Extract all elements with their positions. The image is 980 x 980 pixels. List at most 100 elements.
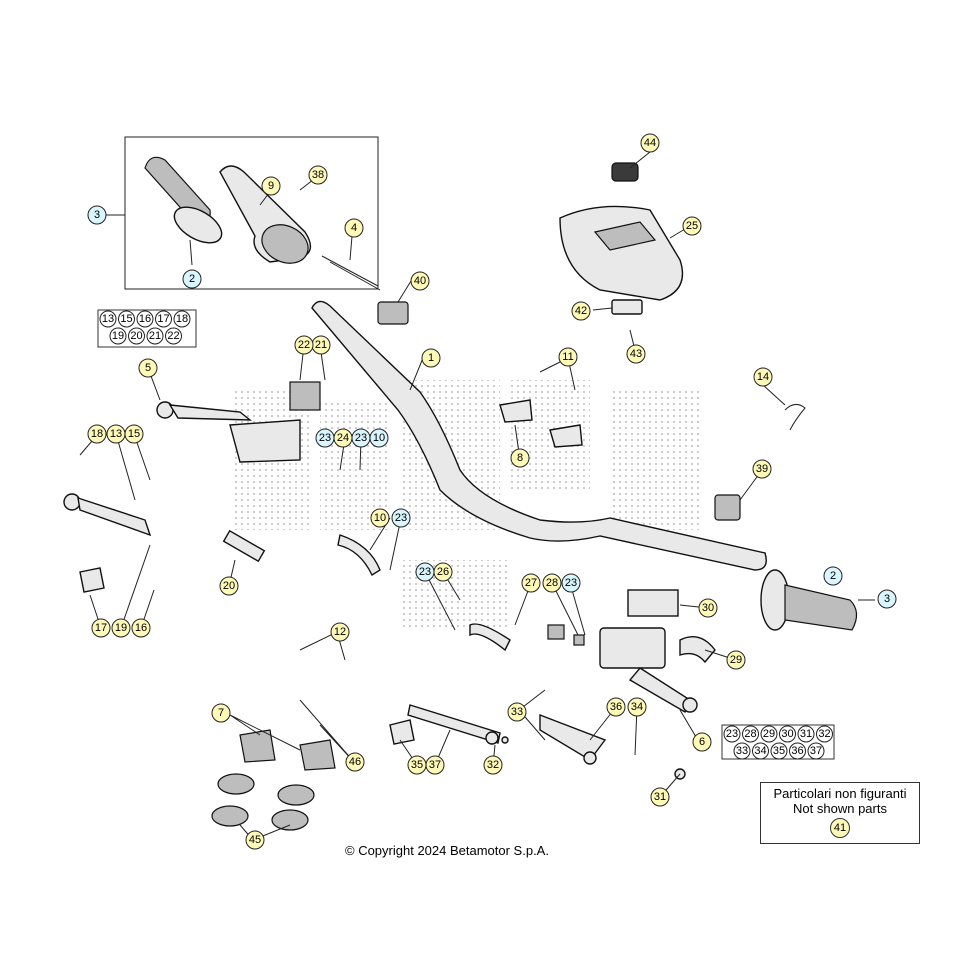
callout-label: 15 [128, 428, 140, 440]
callout-label: 11 [562, 351, 573, 363]
kit-item-label: 16 [139, 313, 151, 325]
kit-item-circle [742, 725, 759, 743]
callout-c23a: 23 [315, 428, 335, 448]
callout-label: 32 [487, 759, 499, 771]
callout-circle [877, 589, 897, 609]
callout-c34: 34 [627, 697, 647, 717]
callout-c23d: 23 [415, 562, 435, 582]
callout-label: 40 [414, 275, 426, 287]
callout-label: 3 [884, 593, 890, 605]
callout-label: 16 [135, 622, 147, 634]
callout-circle [87, 205, 107, 225]
kit-item-circle [99, 310, 117, 328]
callout-circle [483, 755, 503, 775]
callout-circle [425, 755, 445, 775]
callout-circle [182, 269, 202, 289]
callout-label: 23 [355, 432, 367, 444]
callout-circle [650, 787, 670, 807]
number-plate-pad-illustration [559, 162, 684, 301]
callout-c35: 35 [407, 755, 427, 775]
kit-item-label: 15 [120, 313, 132, 325]
callout-c33: 33 [507, 702, 527, 722]
callout-c2b: 2 [823, 566, 843, 586]
kit-item-circle [789, 742, 806, 760]
callout-label: 37 [429, 759, 441, 771]
callout-label: 5 [145, 362, 151, 374]
callout-label: 2 [189, 273, 195, 285]
callout-circle [211, 703, 231, 723]
callout-c42: 42 [571, 301, 591, 321]
callout-circle [571, 301, 591, 321]
callout-circle [606, 697, 626, 717]
callout-label: 29 [730, 654, 742, 666]
callout-label: 35 [411, 759, 423, 771]
kit-item-circle [128, 327, 145, 345]
kit-item-label: 35 [773, 745, 785, 757]
kit-item-label: 20 [130, 330, 142, 342]
callout-circle [542, 573, 562, 593]
callout-circle [421, 348, 441, 368]
callout-c13: 13 [106, 424, 126, 444]
callout-circle [391, 508, 411, 528]
callout-label: 14 [757, 371, 769, 383]
callout-c37: 37 [425, 755, 445, 775]
callout-circle [219, 576, 239, 596]
kit-item-label: 30 [781, 728, 793, 740]
callout-c30: 30 [698, 598, 718, 618]
callout-circle [370, 508, 390, 528]
callout-label: 26 [437, 566, 449, 578]
kit-item-label: 19 [112, 330, 124, 342]
callout-c18: 18 [87, 424, 107, 444]
callout-circle [753, 367, 773, 387]
callout-c24: 24 [333, 428, 353, 448]
callout-label: 1 [428, 352, 434, 364]
callout-circle [626, 344, 646, 364]
callout-label: 10 [374, 512, 386, 524]
callout-label: 18 [91, 428, 103, 440]
callout-label: 23 [565, 577, 577, 589]
callout-c9: 9 [261, 176, 281, 196]
kit-item-circle [146, 327, 164, 345]
callout-c27: 27 [521, 573, 541, 593]
callout-label: 2 [830, 570, 836, 582]
kit-item-circle [816, 725, 833, 743]
callout-circle [410, 271, 430, 291]
clamp-illustrations [211, 399, 583, 831]
kit-item-label: 21 [149, 330, 161, 342]
kit-item-label: 18 [176, 313, 188, 325]
callout-c15: 15 [124, 424, 144, 444]
callout-c28: 28 [542, 573, 562, 593]
kit-item-circle [118, 310, 135, 328]
clutch-lever-illustration [156, 401, 301, 463]
small-parts-illustrations [79, 299, 806, 780]
kit-item-circle [723, 725, 741, 743]
callout-c10a: 10 [370, 508, 390, 528]
callout-circle [558, 347, 578, 367]
callout-circle [823, 566, 843, 586]
callout-c45: 45 [245, 830, 265, 850]
kit-item-label: 17 [157, 313, 169, 325]
callout-label: 23 [319, 432, 331, 444]
kit-item-circle [760, 725, 778, 743]
callout-c12: 12 [330, 622, 350, 642]
callout-circle [124, 424, 144, 444]
callout-label: 21 [315, 339, 327, 351]
kit-item-label: 23 [726, 728, 738, 740]
callout-c44: 44 [640, 133, 660, 153]
kit-item-circle [136, 310, 154, 328]
callout-circle [87, 424, 107, 444]
callout-label: 20 [223, 580, 235, 592]
callout-circle [433, 562, 453, 582]
callout-label: 23 [419, 566, 431, 578]
kit-item-circle [779, 725, 796, 743]
kit-item-circle [752, 742, 769, 760]
callout-c20: 20 [219, 576, 239, 596]
grip-illustration-right [760, 569, 858, 631]
not-shown-parts-note: Particolari non figuranti Not shown part… [760, 782, 920, 844]
copyright-text: © Copyright 2024 Betamotor S.p.A. [345, 843, 549, 858]
throttle-cable-illustration [321, 255, 381, 291]
callout-label: 13 [110, 428, 122, 440]
throttle-inset-frame [124, 136, 379, 290]
